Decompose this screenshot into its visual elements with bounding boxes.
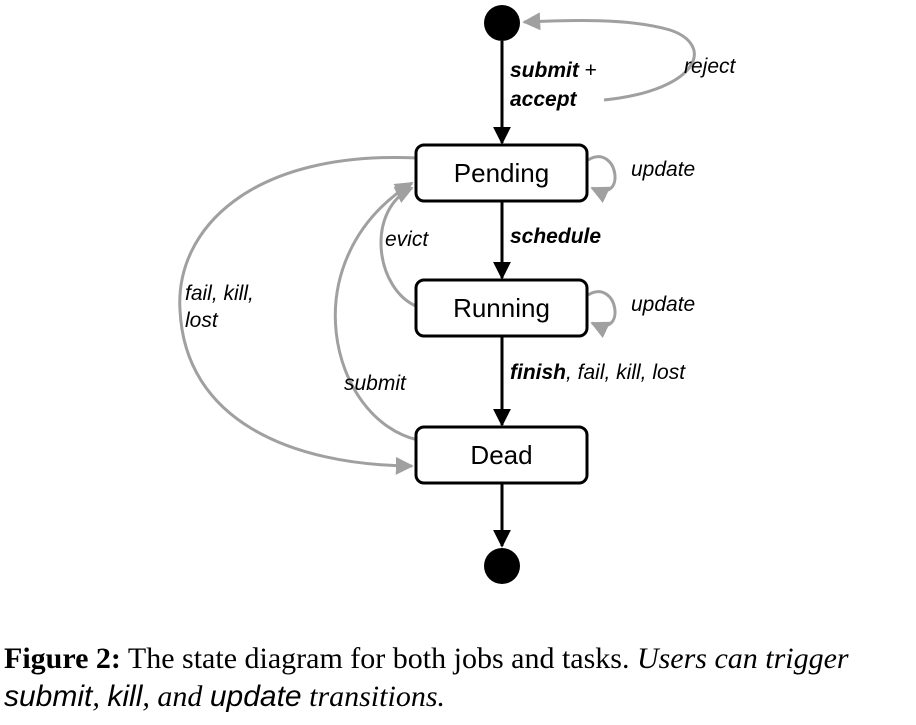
state-pending: Pending (414, 143, 589, 203)
state-running: Running (414, 278, 589, 338)
end-node (484, 548, 520, 584)
label-fail-kill-line2: lost (185, 309, 219, 332)
edge-resubmit (333, 181, 419, 442)
label-finish: finish (510, 361, 566, 384)
figure-caption: Figure 2: The state diagram for both job… (4, 640, 916, 716)
state-dead: Dead (414, 425, 589, 485)
edge-update-running (587, 290, 617, 339)
start-node (484, 5, 520, 41)
label-update-pending: update (631, 158, 695, 181)
label-submit: submit (510, 59, 580, 82)
state-dead-label: Dead (470, 440, 532, 470)
label-schedule: schedule (510, 225, 601, 248)
label-resubmit: submit (344, 372, 407, 395)
state-running-label: Running (453, 293, 550, 323)
label-plus: + (579, 59, 597, 82)
caption-kill: kill (107, 680, 143, 713)
label-accept: accept (510, 88, 578, 111)
caption-users-can-trigger: Users can trigger (636, 642, 849, 675)
caption-submit: submit (4, 680, 93, 713)
label-finish-group: finish, fail, kill, lost (510, 361, 686, 384)
label-finish-rest: , fail, kill, lost (566, 361, 686, 384)
label-reject: reject (684, 55, 737, 78)
caption-update: update (209, 680, 302, 713)
edge-update-pending (587, 155, 617, 204)
caption-text: The state diagram for both jobs and task… (120, 642, 637, 675)
state-pending-label: Pending (454, 158, 549, 188)
label-update-running: update (631, 293, 695, 316)
caption-sep2: , and (142, 680, 210, 713)
caption-label: Figure 2: (4, 642, 121, 675)
label-evict: evict (385, 228, 429, 251)
state-diagram: Pending Running Dead submit + accept rej… (178, 5, 737, 584)
caption-end: transitions. (301, 680, 445, 713)
label-fail-kill-line1: fail, kill, (185, 282, 254, 305)
edge-reject (522, 12, 696, 102)
edge-fail-kill-lost (178, 155, 419, 475)
label-submit-accept-line1: submit + (510, 59, 597, 82)
caption-sep1: , (92, 680, 108, 713)
